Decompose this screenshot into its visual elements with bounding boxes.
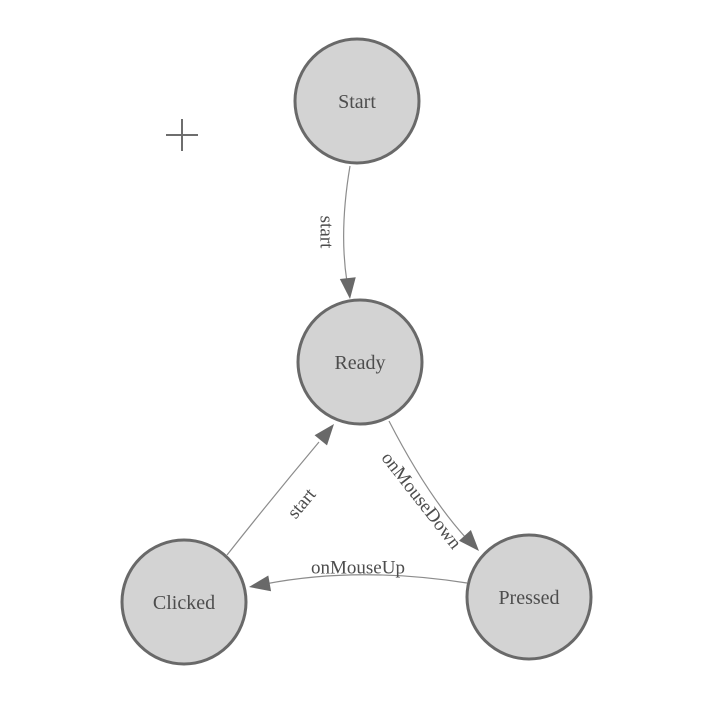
state-label: Ready xyxy=(334,352,385,374)
edge-ready-to-pressed[interactable]: onMouseDown xyxy=(377,420,485,556)
state-label: Clicked xyxy=(153,592,215,614)
arrowhead-icon xyxy=(314,424,334,446)
arrowhead-icon xyxy=(459,530,479,551)
edge-label-onmousedown: onMouseDown xyxy=(377,448,466,554)
edge-clicked-to-ready[interactable]: start xyxy=(226,419,340,556)
edge-start-to-ready[interactable]: start xyxy=(315,165,358,300)
arrowhead-icon xyxy=(249,575,272,592)
edge-label-start-2: start xyxy=(283,484,321,523)
state-node-clicked[interactable]: Clicked xyxy=(120,538,248,666)
edge-line[interactable] xyxy=(343,165,351,283)
state-circle[interactable] xyxy=(296,298,424,426)
edge-label-start: start xyxy=(315,216,336,249)
state-circle[interactable] xyxy=(293,37,421,165)
state-node-ready[interactable]: Ready xyxy=(296,298,424,426)
state-circle[interactable] xyxy=(465,533,593,661)
plus-crosshair-icon xyxy=(166,119,198,151)
state-node-pressed[interactable]: Pressed xyxy=(465,533,593,661)
edge-pressed-to-clicked[interactable]: onMouseUp xyxy=(248,558,468,595)
arrowhead-icon xyxy=(339,277,356,299)
edge-line[interactable] xyxy=(264,574,468,585)
state-label: Pressed xyxy=(498,587,559,609)
state-circle[interactable] xyxy=(120,538,248,666)
edge-line[interactable] xyxy=(388,420,467,539)
edge-label-onmouseup: onMouseUp xyxy=(311,558,405,579)
edge-line[interactable] xyxy=(226,441,320,556)
state-node-start[interactable]: Start xyxy=(293,37,421,165)
state-label: Start xyxy=(338,91,376,113)
